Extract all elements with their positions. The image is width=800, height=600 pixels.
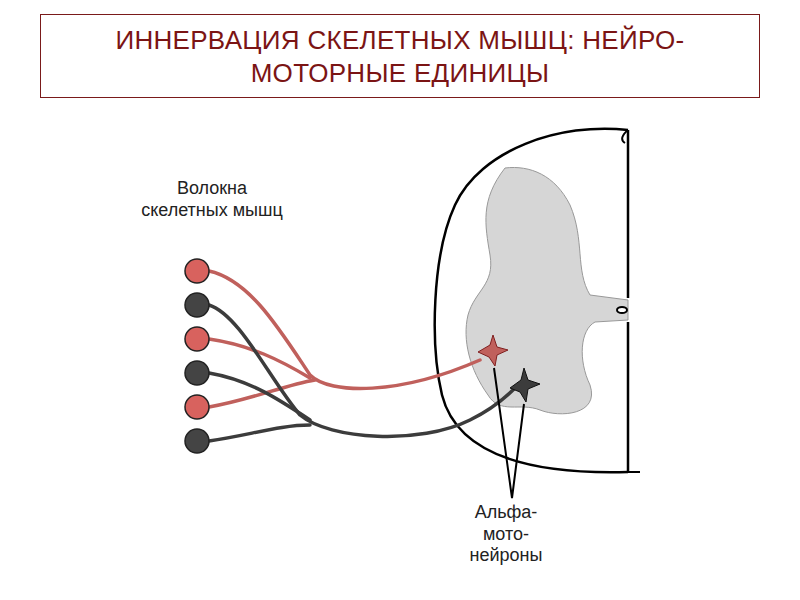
axon-red bbox=[209, 380, 315, 407]
muscle-fiber-red bbox=[185, 327, 209, 351]
muscle-fiber-dark bbox=[185, 293, 209, 317]
gray-matter bbox=[466, 167, 628, 413]
muscle-fiber-dark bbox=[185, 429, 209, 453]
central-canal bbox=[617, 307, 627, 313]
cord-outline bbox=[435, 129, 628, 473]
axon-dark bbox=[209, 373, 310, 420]
slide-title: ИННЕРВАЦИЯ СКЕЛЕТНЫХ МЫШЦ: НЕЙРО-МОТОРНЫ… bbox=[60, 24, 740, 89]
muscle-fiber-red bbox=[185, 395, 209, 419]
muscle-fiber-dark bbox=[185, 361, 209, 385]
leader-line bbox=[494, 368, 524, 498]
axon-dark bbox=[209, 305, 515, 436]
motoneuron-label: Альфа- мото- нейроны bbox=[456, 502, 556, 567]
cord-edge bbox=[622, 130, 640, 472]
axon-dark bbox=[209, 425, 310, 441]
cord-midline bbox=[627, 130, 630, 472]
dark-motoneuron bbox=[510, 368, 540, 402]
muscle-fiber-red bbox=[185, 259, 209, 283]
fiber-label: Волокна скелетных мышц bbox=[137, 178, 287, 221]
axon-red bbox=[209, 271, 480, 389]
red-motoneuron bbox=[478, 335, 508, 366]
